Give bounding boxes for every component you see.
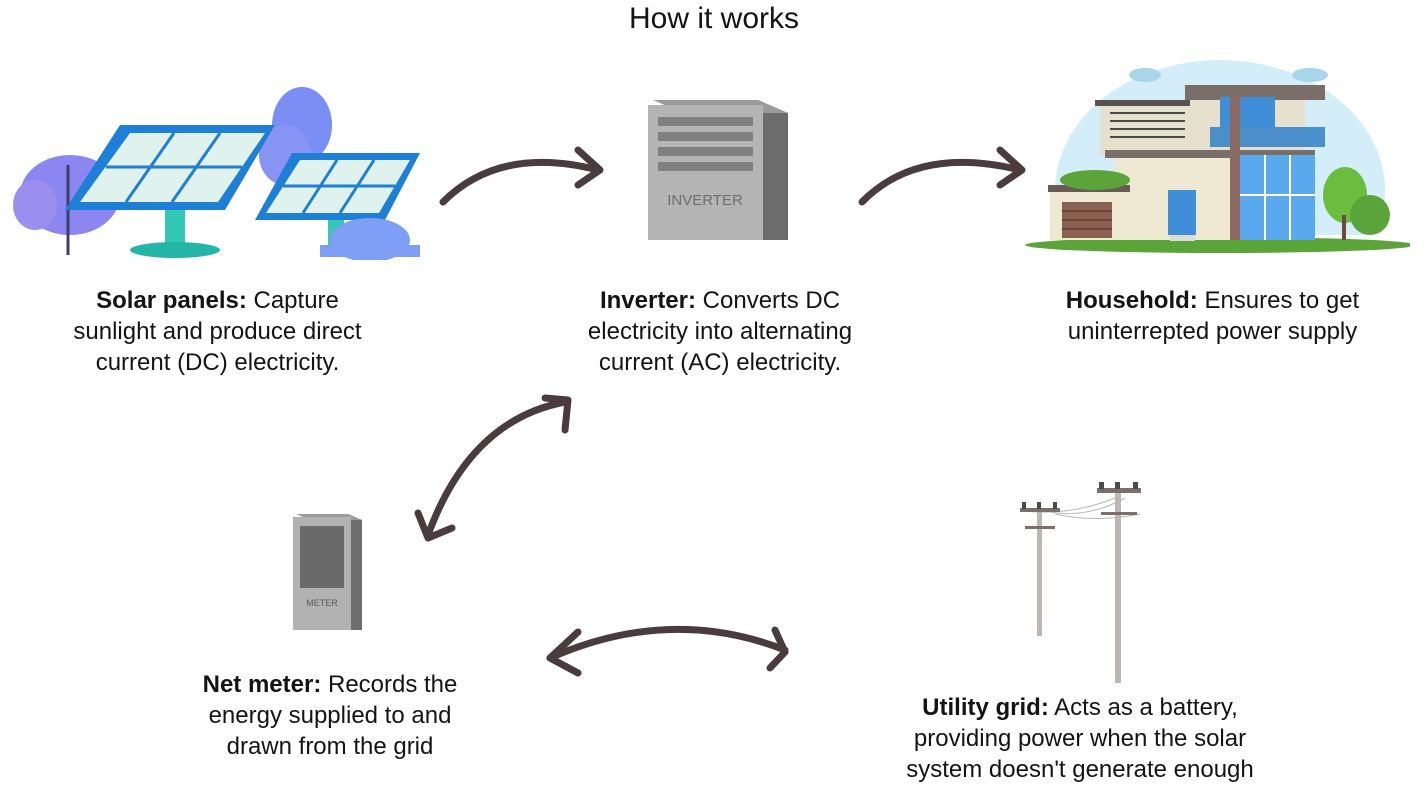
household-text-1: Ensures to get: [1197, 287, 1360, 314]
utility-pole-icon: [1015, 478, 1145, 683]
inverter-label: INVERTER: [667, 192, 743, 209]
meter-text-3: drawn from the grid: [226, 733, 434, 760]
grid-text-2: providing power when the solar: [913, 725, 1247, 752]
solar-caption: Solar panels: Capture sunlight and produ…: [20, 285, 415, 378]
solar-panel-icon: [10, 85, 420, 260]
inverter-text-3: current (AC) electricity.: [598, 349, 842, 376]
solar-text-3: current (DC) electricity.: [95, 349, 340, 376]
grid-text-1: Acts as a battery,: [1048, 694, 1238, 721]
inverter-text-2: electricity into alternating: [587, 318, 853, 345]
inverter-text-1: Converts DC: [696, 287, 841, 314]
household-text-2: uninterrepted power supply: [1067, 318, 1358, 345]
solar-text-1: Capture: [246, 287, 339, 314]
arrow-meter-grid: [546, 625, 789, 662]
arrow-inverter-to-household: [858, 158, 1024, 206]
arrow-inverter-meter: [424, 398, 569, 539]
house-icon: [1020, 55, 1410, 260]
meter-term: Net meter:: [202, 671, 322, 698]
grid-text-3: system doesn't generate enough: [906, 756, 1254, 783]
grid-term: Utility grid:: [922, 694, 1049, 721]
meter-icon: METER: [290, 512, 370, 632]
solar-term: Solar panels:: [96, 287, 247, 314]
meter-text-2: energy supplied to and: [208, 702, 452, 729]
household-term: Household:: [1065, 287, 1198, 314]
inverter-caption: Inverter: Converts DC electricity into a…: [525, 285, 915, 378]
meter-label: METER: [306, 598, 338, 608]
page-title: How it works: [628, 2, 800, 35]
inverter-term: Inverter:: [599, 287, 696, 314]
grid-caption: Utility grid: Acts as a battery, providi…: [855, 692, 1305, 785]
inverter-icon: INVERTER: [643, 95, 793, 245]
meter-caption: Net meter: Records the energy supplied t…: [150, 669, 510, 762]
arrow-solar-to-inverter: [439, 158, 602, 206]
meter-text-1: Records the: [321, 671, 458, 698]
solar-text-2: sunlight and produce direct: [73, 318, 362, 345]
household-caption: Household: Ensures to get uninterrepted …: [1010, 285, 1415, 347]
